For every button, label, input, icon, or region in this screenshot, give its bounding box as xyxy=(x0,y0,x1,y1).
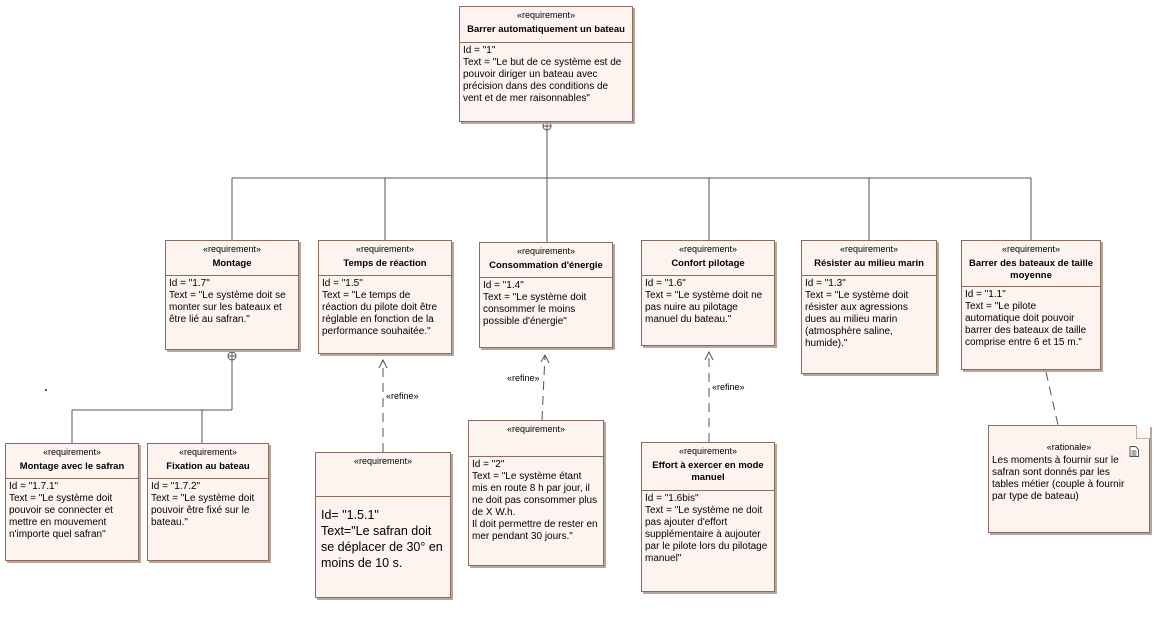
requirement-text: Text = "Le système doit pouvoir se conne… xyxy=(9,493,113,540)
requirement-id: Id = "2" xyxy=(472,459,505,470)
rationale-note[interactable]: «rationale» Les moments à fournir sur le… xyxy=(988,425,1150,533)
refine-label-1-6: «refine» xyxy=(712,382,745,392)
requirement-id: Id = "1.5" xyxy=(322,278,363,289)
note-fold-line xyxy=(1136,425,1150,439)
requirement-id: Id = "1.4" xyxy=(483,280,524,291)
requirement-box-1-1[interactable]: «requirement» Barrer des bateaux de taill… xyxy=(961,240,1101,370)
requirement-name: Barrer automatiquement un bateau xyxy=(467,24,625,35)
requirement-name: Fixation au bateau xyxy=(166,461,250,472)
refine-label-1-5: «refine» xyxy=(386,391,419,401)
stereotype-label: «requirement» xyxy=(353,456,413,466)
requirement-id: Id= "1.5.1" xyxy=(321,508,379,522)
stereotype-label: «requirement» xyxy=(678,446,738,456)
requirement-box-1-4[interactable]: «requirement» Consommation d'énergie Id =… xyxy=(479,242,613,348)
requirement-text: Text = "Le système doit consommer le moi… xyxy=(483,292,587,327)
requirement-name: Barrer des bateaux de taille moyenne xyxy=(968,258,1094,281)
stereotype-label: «requirement» xyxy=(506,424,566,434)
requirement-text: Text = "Le but de ce système est de pouv… xyxy=(463,57,622,104)
requirement-box-1-6bis[interactable]: «requirement» Effort à exercer en mode ma… xyxy=(641,442,775,592)
requirement-id: Id = "1" xyxy=(463,45,496,56)
requirement-text: Text = "Le système étant mis en route 8 … xyxy=(472,471,598,542)
refine-label-1-4: «refine» xyxy=(507,373,540,383)
rationale-stereotype: «rationale» xyxy=(1046,442,1092,452)
requirement-box-1-6[interactable]: «requirement» Confort pilotage Id = "1.6"… xyxy=(641,240,775,346)
requirement-box-1-5[interactable]: «requirement» Temps de réaction Id = "1.5… xyxy=(318,240,452,354)
requirement-id: Id = "1.7.1" xyxy=(9,481,59,492)
stray-dot xyxy=(45,389,47,391)
requirement-text: Text = "Le système ne doit pas ajouter d… xyxy=(645,505,768,564)
requirement-name: Confort pilotage xyxy=(671,258,745,269)
requirement-id: Id = "1.6" xyxy=(645,278,686,289)
requirement-box-1-3[interactable]: «requirement» Résister au milieu marin Id… xyxy=(801,240,937,374)
requirement-id: Id = "1.3" xyxy=(805,278,846,289)
requirement-id: Id = "1.1" xyxy=(965,289,1006,300)
requirement-box-1-7[interactable]: «requirement» Montage Id = "1.7"Text = "L… xyxy=(165,240,299,350)
requirement-text: Text="Le safran doit se déplacer de 30° … xyxy=(321,524,443,570)
requirement-box-1[interactable]: «requirement» Barrer automatiquement un b… xyxy=(459,6,633,122)
requirement-text: Text = "Le système doit se monter sur le… xyxy=(169,290,286,325)
stereotype-label: «requirement» xyxy=(178,447,238,457)
requirement-box-1-7-1[interactable]: «requirement» Montage avec le safran Id =… xyxy=(5,443,139,561)
requirement-name: Consommation d'énergie xyxy=(489,260,603,271)
requirement-name: Effort à exercer en mode manuel xyxy=(652,460,764,483)
requirement-id: Id = "1.6bis" xyxy=(645,493,699,504)
stereotype-label: «requirement» xyxy=(202,244,262,254)
stereotype-label: «requirement» xyxy=(516,246,576,256)
rationale-text: Les moments à fournir sur le safran sont… xyxy=(992,455,1125,502)
requirement-name: Montage xyxy=(212,258,252,269)
requirement-box-1-5-1[interactable]: «requirement» Id= "1.5.1" Text="Le safran… xyxy=(315,452,451,598)
requirement-id: Id = "1.7.2" xyxy=(151,481,201,492)
requirement-id: Id = "1.7" xyxy=(169,278,210,289)
requirement-text: Text = "Le temps de réaction du pilote d… xyxy=(322,290,438,337)
requirement-text: Text = "Le système doit résister aux agr… xyxy=(805,290,909,349)
requirement-name: Montage avec le safran xyxy=(19,461,125,472)
stereotype-label: «requirement» xyxy=(42,447,102,457)
requirement-text: Text = "Le système doit pouvoir être fix… xyxy=(151,493,255,528)
requirement-box-1-7-2[interactable]: «requirement» Fixation au bateau Id = "1.… xyxy=(147,443,269,561)
stereotype-label: «requirement» xyxy=(678,244,738,254)
requirement-name: Temps de réaction xyxy=(343,258,427,269)
stereotype-label: «requirement» xyxy=(355,244,415,254)
stereotype-label: «requirement» xyxy=(1001,244,1061,254)
requirement-text: Text = "Le système doit ne pas nuire au … xyxy=(645,290,763,325)
requirement-name: Résister au milieu marin xyxy=(814,258,924,269)
stereotype-label: «requirement» xyxy=(839,244,899,254)
stereotype-label: «requirement» xyxy=(516,10,576,20)
document-icon xyxy=(1129,446,1139,457)
requirement-text: Text = "Le pilote automatique doit pouvo… xyxy=(965,301,1087,348)
requirement-box-2[interactable]: «requirement» Id = "2"Text = "Le système… xyxy=(468,420,604,566)
